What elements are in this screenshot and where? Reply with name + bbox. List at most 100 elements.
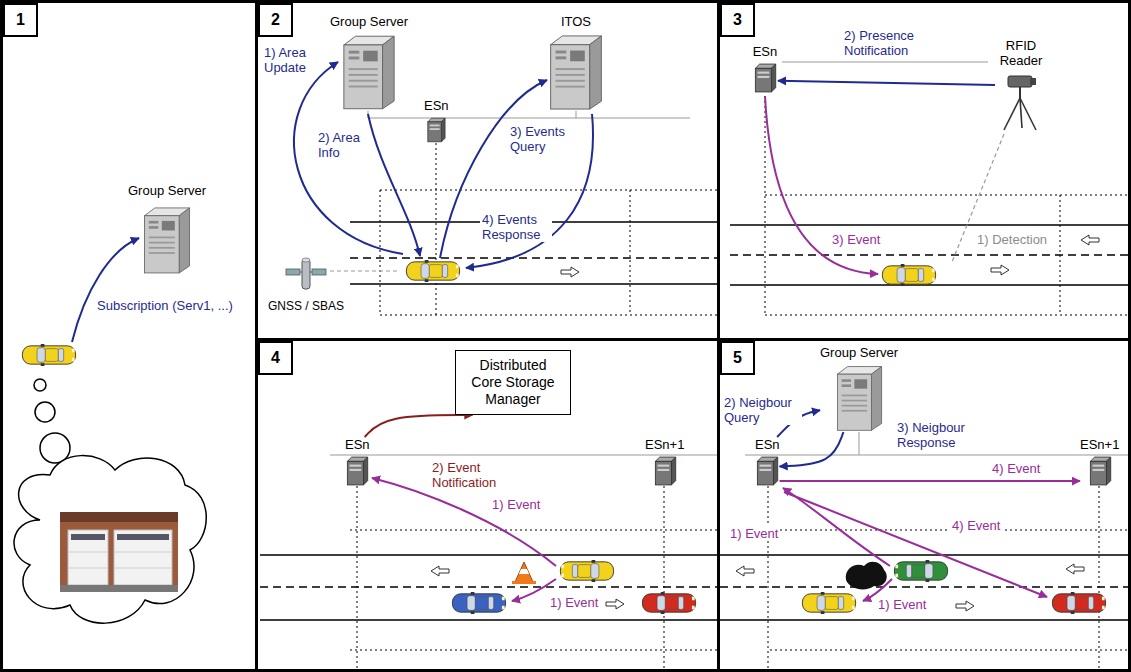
label-holder: 2) Neigbour Query	[722, 395, 802, 425]
message-label: 1) Detection	[975, 232, 1049, 247]
storage-box: Distributed Core Storage Manager	[455, 350, 571, 415]
edge-server-node: ESn+1	[645, 437, 684, 486]
path-part	[380, 143, 717, 315]
edge-server-node: ESn	[752, 44, 778, 93]
path-part	[368, 114, 420, 256]
use-part	[882, 264, 935, 286]
label-holder: Subscription (Serv1, ...)	[95, 298, 235, 313]
message-label: 1) Event	[490, 497, 542, 512]
panel-number: 3	[720, 3, 755, 37]
path-part	[782, 62, 988, 63]
message-arrow	[780, 432, 844, 466]
node-label: ESn	[753, 44, 778, 59]
line-part	[114, 552, 172, 553]
circle-part	[35, 402, 55, 422]
path-part	[784, 492, 1047, 597]
node-label: GNSS / SBAS	[268, 299, 344, 314]
node-label: ESn	[424, 98, 449, 113]
panel-frame: 4 Distributed Core Storage ManagerESn ESn+…	[255, 338, 720, 672]
path-part	[368, 111, 690, 118]
label-holder: 3) Events Query	[508, 124, 576, 154]
message-label: 1) Event	[728, 526, 780, 541]
use-part	[991, 265, 1009, 275]
panel-number: 5	[720, 341, 755, 375]
use-part	[1066, 564, 1084, 574]
server-icon	[832, 364, 887, 432]
message-label: Subscription (Serv1, ...)	[95, 298, 235, 313]
rect-part	[60, 585, 178, 592]
message-label: 1) Event	[548, 595, 600, 610]
use-part	[802, 592, 855, 614]
label-holder: 2) Presence Notification	[842, 28, 946, 58]
cars	[22, 260, 1105, 614]
rect-part	[60, 512, 178, 522]
message-label: 4) Event	[950, 518, 1002, 533]
use-part	[1052, 592, 1105, 614]
node-label: ITOS	[561, 14, 591, 29]
es-icon	[653, 456, 677, 486]
server-node: ITOS	[545, 14, 607, 111]
label-holder: 3) Event	[830, 232, 882, 247]
path-part	[260, 586, 717, 587]
node-label: ESn	[755, 437, 780, 452]
path-part	[330, 270, 398, 271]
path-part	[72, 238, 139, 342]
server-icon	[141, 202, 193, 278]
label-holder: 1) Event	[876, 597, 928, 612]
rfid-reader-node: RFID Reader	[995, 38, 1047, 132]
path-part	[260, 555, 717, 620]
path-part	[730, 225, 1128, 285]
message-label: 2) Presence Notification	[842, 28, 946, 58]
line-part	[114, 568, 172, 569]
sat-icon	[284, 255, 328, 295]
use-part	[606, 599, 624, 609]
node-label: Distributed Core Storage Manager	[465, 357, 561, 408]
thought-bubble	[14, 379, 206, 623]
edge-server-node: ESn	[345, 437, 370, 486]
use-part	[956, 601, 974, 611]
use-part	[642, 592, 695, 614]
rect-part	[68, 530, 108, 585]
use-part	[406, 260, 459, 282]
server-symbol	[144, 208, 189, 273]
rect-part	[71, 534, 105, 540]
path-part	[350, 257, 717, 258]
rect-part	[60, 512, 178, 592]
label-holder: 2) Event Notification	[430, 460, 516, 490]
server-symbol	[551, 36, 602, 109]
node-label: Group Server	[330, 14, 408, 29]
panel-number: 4	[258, 341, 293, 375]
use-part	[736, 566, 754, 576]
server-node: Group Server	[820, 345, 898, 432]
label-holder: 1) Detection	[975, 232, 1049, 247]
message-label: 1) Area Update	[262, 45, 318, 75]
es-symbol	[758, 457, 778, 485]
es-symbol	[348, 457, 368, 485]
line-part	[68, 552, 108, 553]
es-icon	[345, 456, 369, 486]
use-part	[561, 267, 579, 277]
sat-symbol	[286, 258, 326, 289]
rect-part	[117, 534, 169, 540]
path-part	[730, 254, 1128, 255]
edge-server-node: ESn	[424, 98, 449, 143]
server-node: Group Server	[330, 14, 408, 111]
node-label: RFID Reader	[995, 38, 1047, 68]
use-part	[560, 560, 613, 582]
label-holder: 1) Area Update	[262, 45, 318, 75]
polygon-part	[519, 569, 529, 574]
garage-photo	[60, 512, 178, 592]
path-part	[768, 486, 1128, 672]
label-holder: 1) Event	[490, 497, 542, 512]
circle-part	[34, 379, 46, 391]
radio-links	[330, 134, 1004, 271]
path-part	[765, 96, 1128, 315]
path-part	[350, 486, 717, 672]
node-label: ESn+1	[1080, 437, 1119, 452]
panel-frame: 5 Group ServerESn ESn+1	[717, 338, 1131, 672]
path-part	[765, 96, 878, 274]
rfid-symbol	[1004, 76, 1036, 130]
server-node: Group Server	[128, 183, 206, 278]
message-label: 3) Events Query	[508, 124, 576, 154]
